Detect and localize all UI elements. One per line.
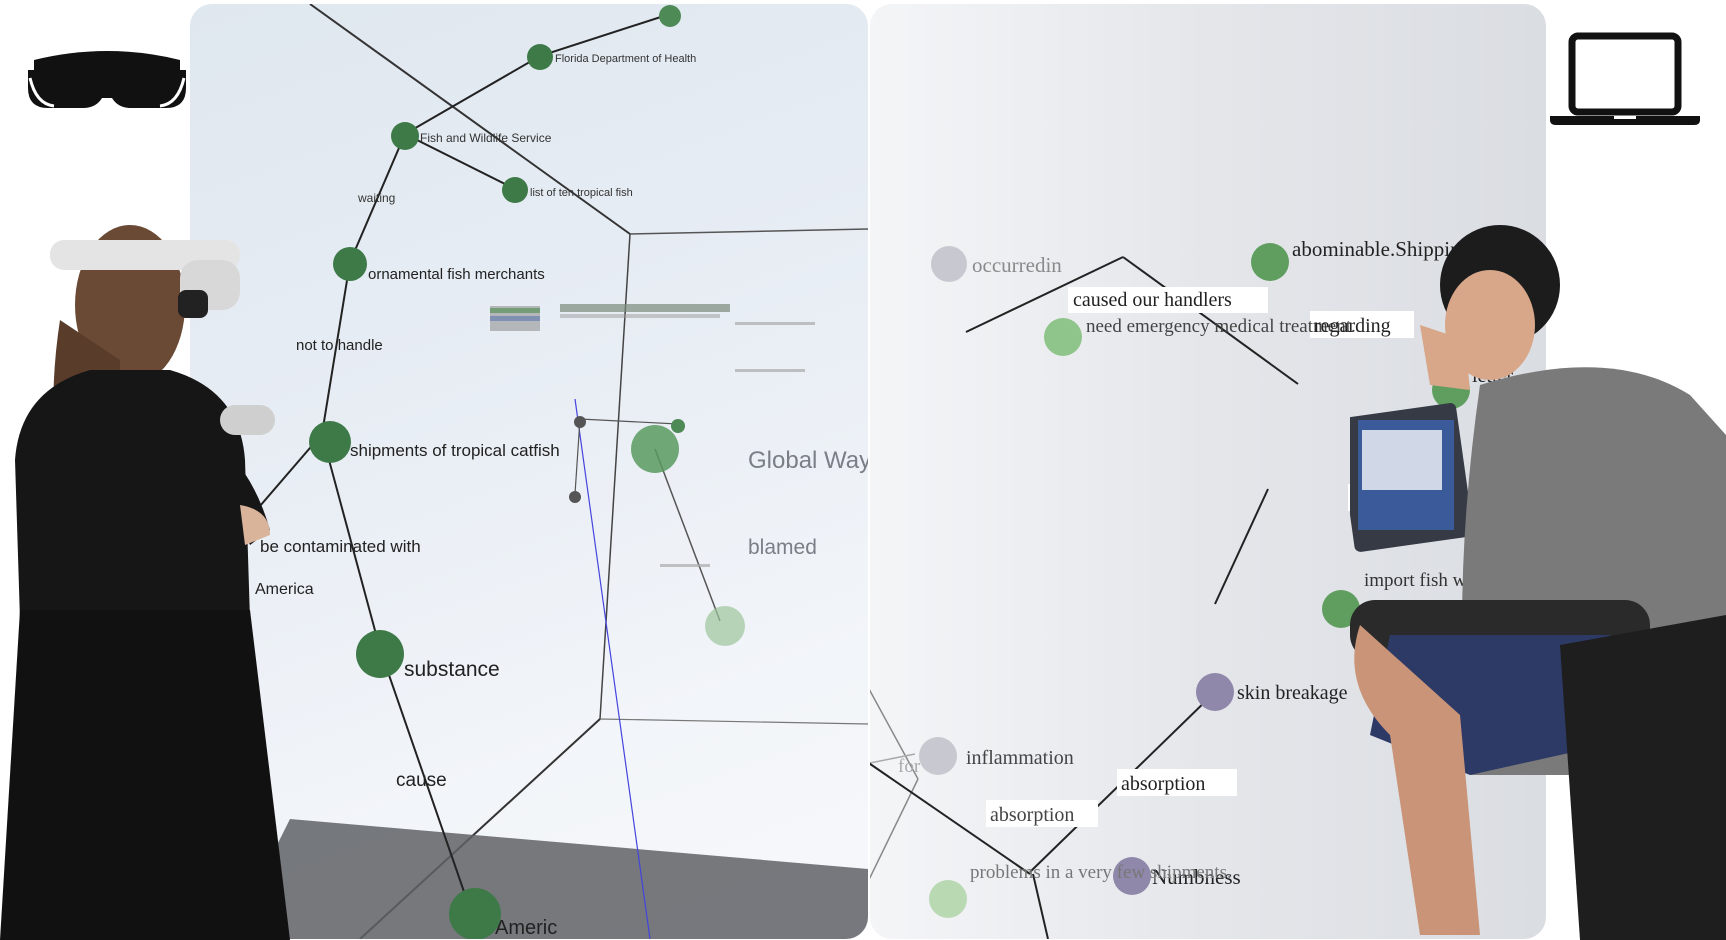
node-label: inflammation <box>966 747 1074 769</box>
vr-headset-icon <box>28 51 186 108</box>
edge-label: caused our handlers <box>1073 289 1232 311</box>
edge-label: regarding <box>1314 315 1391 337</box>
vr-user-figure <box>0 225 290 940</box>
edge-label: blamed <box>748 536 817 559</box>
node-label: skin breakage <box>1237 682 1348 704</box>
laptop-icon <box>1550 32 1700 125</box>
node-label: need emergency medical treatment. <box>1086 316 1356 337</box>
node-label: list of ten tropical fish <box>530 187 633 199</box>
node-label: Numbness <box>1152 865 1241 889</box>
edge-label: waiting <box>357 191 395 205</box>
node-label: shipments of tropical catfish <box>350 441 560 460</box>
edge-label: cause <box>396 770 447 791</box>
edge-label: not to handle <box>296 337 383 354</box>
node-label: occurredin <box>972 253 1062 277</box>
edge-label: absorption <box>1121 773 1205 795</box>
node-label: ornamental fish merchants <box>368 266 545 283</box>
node-label: Global Ways <box>748 447 868 474</box>
node-label: substance <box>404 658 500 681</box>
edge-label: absorption <box>990 804 1074 826</box>
node-label: Fish and Wildlife Service <box>420 131 552 145</box>
node-label: Americ <box>495 917 557 939</box>
node-label: problems in a very few shipments. <box>970 862 1232 883</box>
vr-view-panel: Florida Department of Health Fish and Wi… <box>190 4 868 939</box>
desktop-user-figure <box>1350 225 1726 940</box>
edge-label: for <box>898 756 921 777</box>
edge-label: America <box>255 581 314 598</box>
edge-label: be contaminated with <box>260 537 421 556</box>
node-label: Florida Department of Health <box>555 53 696 65</box>
